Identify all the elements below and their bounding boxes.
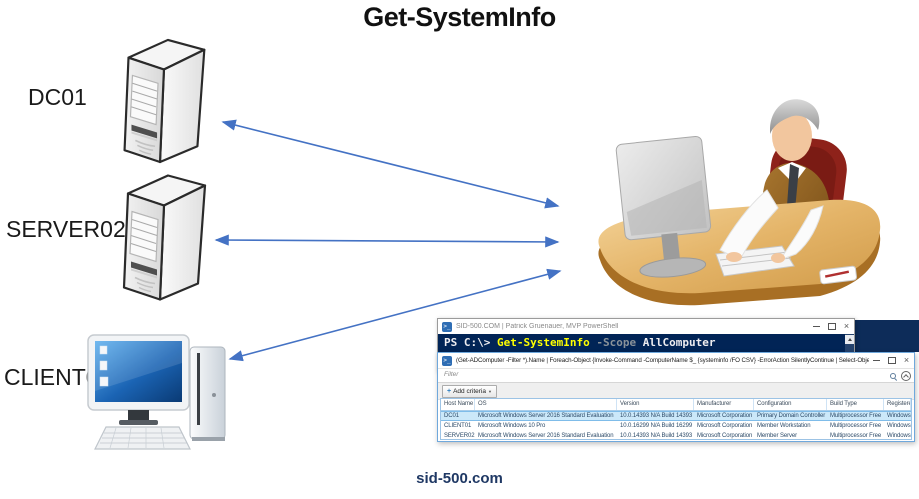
table-cell: Member Workstation [757,423,811,429]
close-icon: × [843,321,850,331]
table-cell: Multiprocessor Free [830,413,882,419]
console-argument: AllComputer [642,336,716,349]
column-header-build-type[interactable]: Build Type [827,399,884,410]
table-cell: Multiprocessor Free [830,433,882,439]
arrow-server02-admin [214,234,560,248]
column-header-manufacturer[interactable]: Manufacturer [694,399,754,410]
table-cell: SERVER02 [444,433,475,439]
gridview-window: >_ (Get-ADComputer -Filter *).Name | For… [437,352,915,442]
console-command: Get-SystemInfo [496,336,590,349]
dc01-server-icon [123,38,206,164]
close-button[interactable]: × [839,319,854,334]
console-prompt: PS C:\> [444,336,497,349]
dc01-label: DC01 [28,84,87,110]
plus-icon: + [447,388,452,395]
table-row[interactable]: DC01 Microsoft Windows Server 2016 Standa… [441,411,911,421]
scroll-up-icon [847,338,852,341]
table-cell: Microsoft Corporation [697,433,753,439]
gridview-window-title: (Get-ADComputer -Filter *).Name | Foreac… [456,357,869,364]
table-cell: Microsoft Windows Server 2016 Standard E… [478,413,614,419]
collapse-filter-icon[interactable] [901,370,911,381]
footer-watermark: sid-500.com [416,470,503,487]
table-cell: DC01 [444,413,459,419]
table-cell: Windows-Ber [887,413,911,419]
column-header-registered-o[interactable]: Registered O [884,399,911,410]
console-parameter: -Scope [589,336,643,349]
close-button[interactable]: × [899,353,914,368]
close-icon: × [903,355,910,365]
table-cell: Primary Domain Controller [757,413,826,419]
gridview-titlebar[interactable]: >_ (Get-ADComputer -Filter *).Name | For… [438,353,914,369]
arrow-dc01-admin [221,119,560,209]
powershell-icon: >_ [442,321,452,332]
table-cell: Microsoft Corporation [697,413,753,419]
minimize-icon [813,326,820,327]
background-console-window [855,320,919,352]
maximize-button[interactable] [824,319,839,334]
page-title: Get-SystemInfo [363,2,556,32]
column-header-host-name[interactable]: Host Name [441,399,475,410]
table-cell: Microsoft Corporation [697,423,753,429]
powershell-icon: >_ [442,355,452,366]
add-criteria-button[interactable]: + Add criteria ▼ [442,385,497,398]
table-row[interactable]: CLIENT01 Microsoft Windows 10 Pro 10.0.162… [441,421,911,431]
column-header-version[interactable]: Version [617,399,694,410]
table-cell: Multiprocessor Free [830,423,882,429]
console-command-line: PS C:\> Get-SystemInfo -Scope AllCompute… [438,334,854,349]
minimize-button[interactable] [869,353,884,368]
table-cell: 10.0.16299 N/A Build 16299 [620,423,693,429]
column-header-os[interactable]: OS [475,399,617,410]
table-cell: Windows-Ber [887,433,911,439]
filter-placeholder: Filter [444,371,459,378]
add-criteria-label: Add criteria [453,388,486,395]
table-cell: CLIENT01 [444,423,472,429]
powershell-window-title: SID-500.COM | Patrick Gruenauer, MVP Pow… [456,323,619,330]
table-cell: Microsoft Windows 10 Pro [478,423,546,429]
maximize-button[interactable] [884,353,899,368]
maximize-icon [887,357,896,364]
filter-input[interactable]: Filter [438,369,914,383]
table-cell: Microsoft Windows Server 2016 Standard E… [478,433,614,439]
server02-server-icon [122,174,207,301]
powershell-titlebar[interactable]: >_ SID-500.COM | Patrick Gruenauer, MVP … [438,319,854,334]
minimize-button[interactable] [809,319,824,334]
search-icon [889,372,898,381]
scroll-up-button[interactable] [845,335,854,344]
table-cell: Windows-Ber [887,423,911,429]
table-cell: 10.0.14393 N/A Build 14393 [620,433,693,439]
maximize-icon [827,323,836,330]
dropdown-icon: ▼ [487,388,492,394]
column-header-configuration[interactable]: Configuration [754,399,827,410]
server02-label: SERVER02 [6,216,126,242]
client01-desktop-icon [87,334,226,450]
table-cell: 10.0.14393 N/A Build 14393 [620,413,693,419]
minimize-icon [873,360,880,361]
table-cell: Member Server [757,433,798,439]
admin-at-desk-illustration [598,99,881,306]
